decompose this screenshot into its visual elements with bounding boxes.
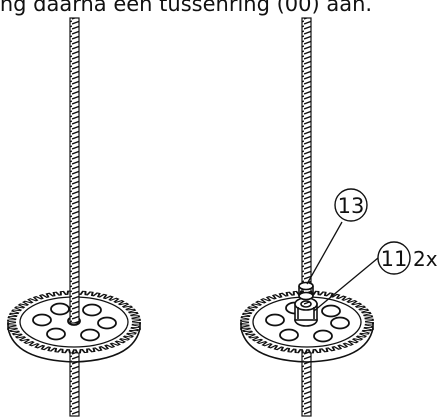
callout-11-number: 11 (381, 247, 408, 271)
callout-13-number: 13 (338, 194, 365, 218)
callout-13-leader (306, 221, 343, 285)
callout-11-circle (377, 241, 411, 275)
left-assembly (6, 17, 142, 417)
left-rod-upper (69, 17, 80, 324)
callout-13: 13 (334, 188, 368, 222)
callout-13-circle (334, 188, 368, 222)
right-assembly (239, 17, 379, 417)
instruction-text: ing daarna een tussenring (00) aan. (0, 0, 373, 16)
right-nut-stack (294, 281, 318, 327)
right-rod-upper (301, 17, 312, 309)
callout-11-quantity: 2x (413, 247, 438, 271)
callout-11: 11 2x (377, 241, 438, 275)
callout-11-leader (313, 257, 379, 312)
